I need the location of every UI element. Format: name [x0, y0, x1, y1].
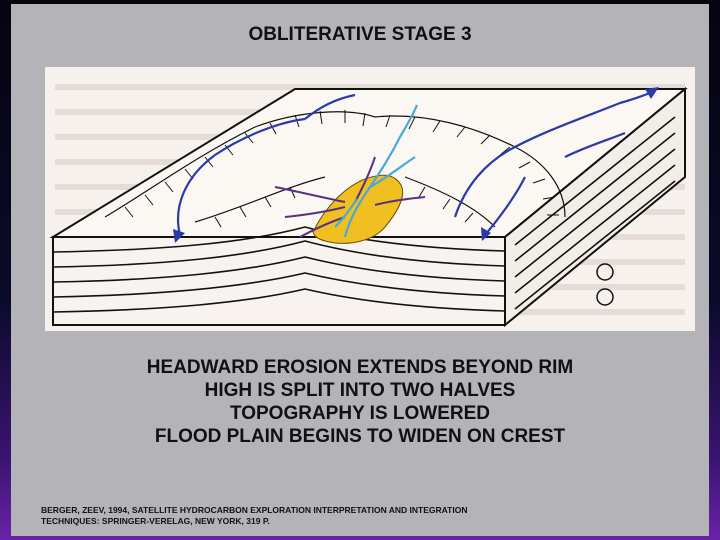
- streams: [334, 104, 419, 238]
- drainage-arrows: [176, 89, 656, 236]
- bullet-line: HIGH IS SPLIT INTO TWO HALVES: [204, 380, 516, 401]
- bullet-line: TOPOGRAPHY IS LOWERED: [229, 403, 491, 424]
- slide-panel: OBLITERATIVE STAGE 3: [11, 4, 709, 536]
- front-labels: [596, 263, 614, 306]
- bullet-line: HEADWARD EROSION EXTENDS BEYOND RIM: [146, 357, 574, 378]
- strata-layers: [52, 116, 676, 313]
- slide-title: OBLITERATIVE STAGE 3: [248, 24, 472, 45]
- bullet-list: HEADWARD EROSION EXTENDS BEYOND RIM HIGH…: [11, 356, 709, 448]
- block-diagram-illustration: [49, 84, 688, 328]
- block-diagram-figure: [45, 67, 695, 331]
- citation: BERGER, ZEEV, 1994, SATELLITE HYDROCARBO…: [41, 505, 681, 527]
- crest-drainage: [274, 156, 426, 238]
- arrow-heads: [173, 87, 659, 243]
- citation-line-1: BERGER, ZEEV, 1994, SATELLITE HYDROCARBO…: [41, 505, 468, 515]
- citation-line-2: TECHNIQUES: SPRINGER-VERELAG, NEW YORK, …: [41, 516, 270, 526]
- ridge-hachures: [104, 110, 566, 228]
- bullet-line: FLOOD PLAIN BEGINS TO WIDEN ON CREST: [154, 426, 566, 447]
